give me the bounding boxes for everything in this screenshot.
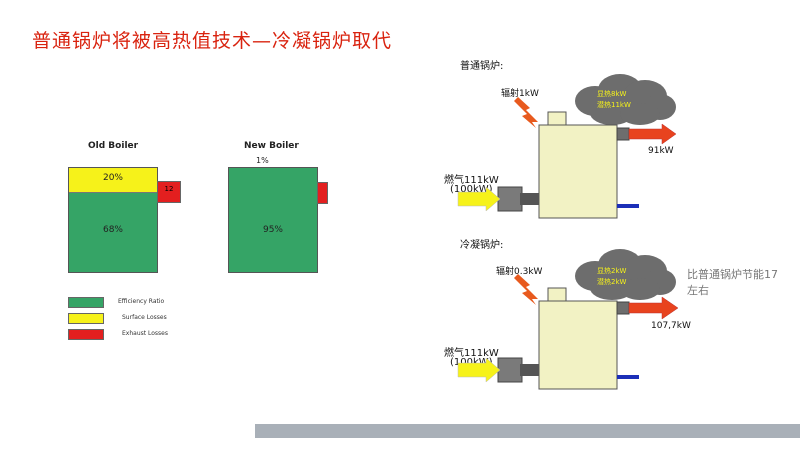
legend-label-exhaust: Exhaust Losses — [122, 330, 168, 337]
ordinary-water-pipe — [617, 204, 639, 208]
ordinary-fuel-arrow — [457, 186, 501, 212]
savings-note-line2: 左右 — [687, 284, 709, 297]
ordinary-section-title: 普通锅炉: — [460, 61, 504, 72]
condensing-burner — [497, 357, 523, 383]
condensing-fuel-line2: (100kW) — [450, 357, 493, 368]
old-boiler-surface-pct: 20% — [102, 173, 123, 183]
new-boiler-box: 95% — [228, 167, 318, 273]
condensing-cloud-line2: 潜热2kW — [597, 278, 627, 286]
ordinary-cloud-line2: 潜热11kW — [597, 101, 631, 109]
old-boiler-exhaust-pct: 12 — [164, 185, 174, 193]
condensing-exhaust-arrow — [628, 296, 679, 320]
legend-swatch-exhaust — [68, 329, 104, 340]
legend-swatch-efficiency — [68, 297, 104, 308]
new-boiler-top-pct: 1% — [256, 156, 269, 165]
old-boiler-header: Old Boiler — [88, 141, 139, 151]
ordinary-burner-neck — [520, 193, 539, 205]
ordinary-radiation-label: 辐射1kW — [501, 89, 539, 99]
condensing-radiation-arrow — [514, 274, 538, 305]
condensing-cloud — [575, 249, 676, 300]
legend-swatch-surface — [68, 313, 104, 324]
condensing-flue-pipe — [616, 301, 630, 315]
ordinary-cloud — [575, 74, 676, 125]
condensing-output-label: 107,7kW — [651, 321, 691, 331]
new-boiler-header: New Boiler — [244, 141, 299, 151]
ordinary-output-label: 91kW — [648, 146, 674, 156]
legend-label-surface: Surface Losses — [122, 314, 167, 321]
condensing-boiler-cap — [547, 287, 567, 303]
condensing-radiation-label: 辐射0.3kW — [496, 267, 543, 277]
condensing-cloud-line1: 显热2kW — [597, 267, 627, 275]
condensing-fuel-arrow — [457, 357, 501, 383]
condensing-burner-neck — [520, 364, 539, 376]
ordinary-exhaust-arrow — [628, 123, 677, 145]
condensing-water-pipe — [617, 375, 639, 379]
old-boiler-box: 20% 68% — [68, 167, 158, 273]
bottom-bar — [255, 424, 800, 438]
page-title: 普通锅炉将被高热值技术—冷凝锅炉取代 — [32, 30, 393, 52]
ordinary-radiation-arrow — [514, 97, 538, 128]
savings-note-line1: 比普通锅炉节能17 — [687, 268, 778, 281]
legend-label-efficiency: Efficiency Ratio — [118, 298, 165, 305]
ordinary-boiler-body — [538, 124, 618, 219]
ordinary-fuel-line2: (100kW) — [450, 184, 493, 195]
condensing-boiler-body — [538, 300, 618, 390]
ordinary-fuel-line1: 燃气111kW — [444, 175, 499, 186]
old-boiler-exhaust-loss: 12 — [157, 181, 181, 203]
new-boiler-efficiency-pct: 95% — [262, 225, 283, 235]
old-boiler-surface-loss: 20% — [69, 168, 157, 193]
condensing-section-title: 冷凝锅炉: — [460, 240, 504, 251]
ordinary-cloud-line1: 显热8kW — [597, 90, 627, 98]
old-boiler-efficiency-pct: 68% — [102, 225, 123, 235]
new-boiler-exhaust-loss — [317, 182, 328, 204]
condensing-fuel-line1: 燃气111kW — [444, 348, 499, 359]
